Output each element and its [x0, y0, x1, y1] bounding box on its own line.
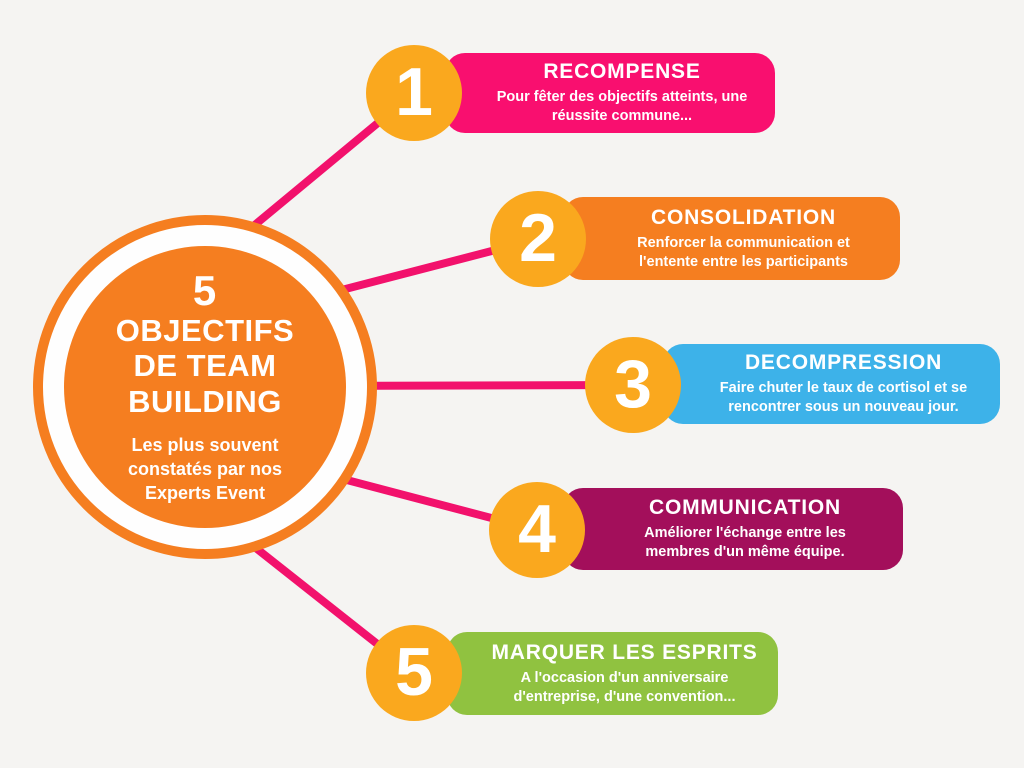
objective-description: Faire chuter le taux de cortisol et se r… — [719, 380, 968, 415]
objective-description: Renforcer la communication et l'entente … — [637, 234, 850, 270]
objective-title: MARQUER LES ESPRITS — [491, 640, 758, 664]
number-badge-2: 2 — [490, 191, 586, 287]
objective-box-decompression: DECOMPRESSION Faire chuter le taux de co… — [663, 344, 1000, 424]
center-title: OBJECTIFS DE TEAM BUILDING — [115, 312, 295, 419]
center-circle: 5 OBJECTIFS DE TEAM BUILDING Les plus so… — [64, 246, 346, 528]
objective-box-recompense: RECOMPENSE Pour fêter des objectifs atte… — [445, 53, 775, 133]
objective-box-marquer-les-esprits: MARQUER LES ESPRITS A l'occasion d'un an… — [447, 632, 778, 715]
objective-title: RECOMPENSE — [543, 60, 701, 84]
number-badge-1: 1 — [366, 45, 462, 141]
number-badge-5: 5 — [366, 625, 462, 721]
center-subtitle: Les plus souvent constatés par nos Exper… — [127, 434, 283, 504]
objective-title: COMMUNICATION — [649, 496, 841, 520]
center-number: 5 — [192, 266, 218, 314]
objective-title: CONSOLIDATION — [650, 205, 836, 229]
objective-description: Améliorer l'échange entre les membres d'… — [644, 525, 846, 560]
number-badge-3: 3 — [585, 337, 681, 433]
objective-box-communication: COMMUNICATION Améliorer l'échange entre … — [563, 488, 903, 570]
number-badge-4: 4 — [489, 482, 585, 578]
objective-box-consolidation: CONSOLIDATION Renforcer la communication… — [563, 197, 900, 280]
objective-description: A l'occasion d'un anniversaire d'entrepr… — [513, 669, 736, 705]
objective-description: Pour fêter des objectifs atteints, une r… — [496, 89, 748, 124]
objective-title: DECOMPRESSION — [744, 351, 943, 375]
